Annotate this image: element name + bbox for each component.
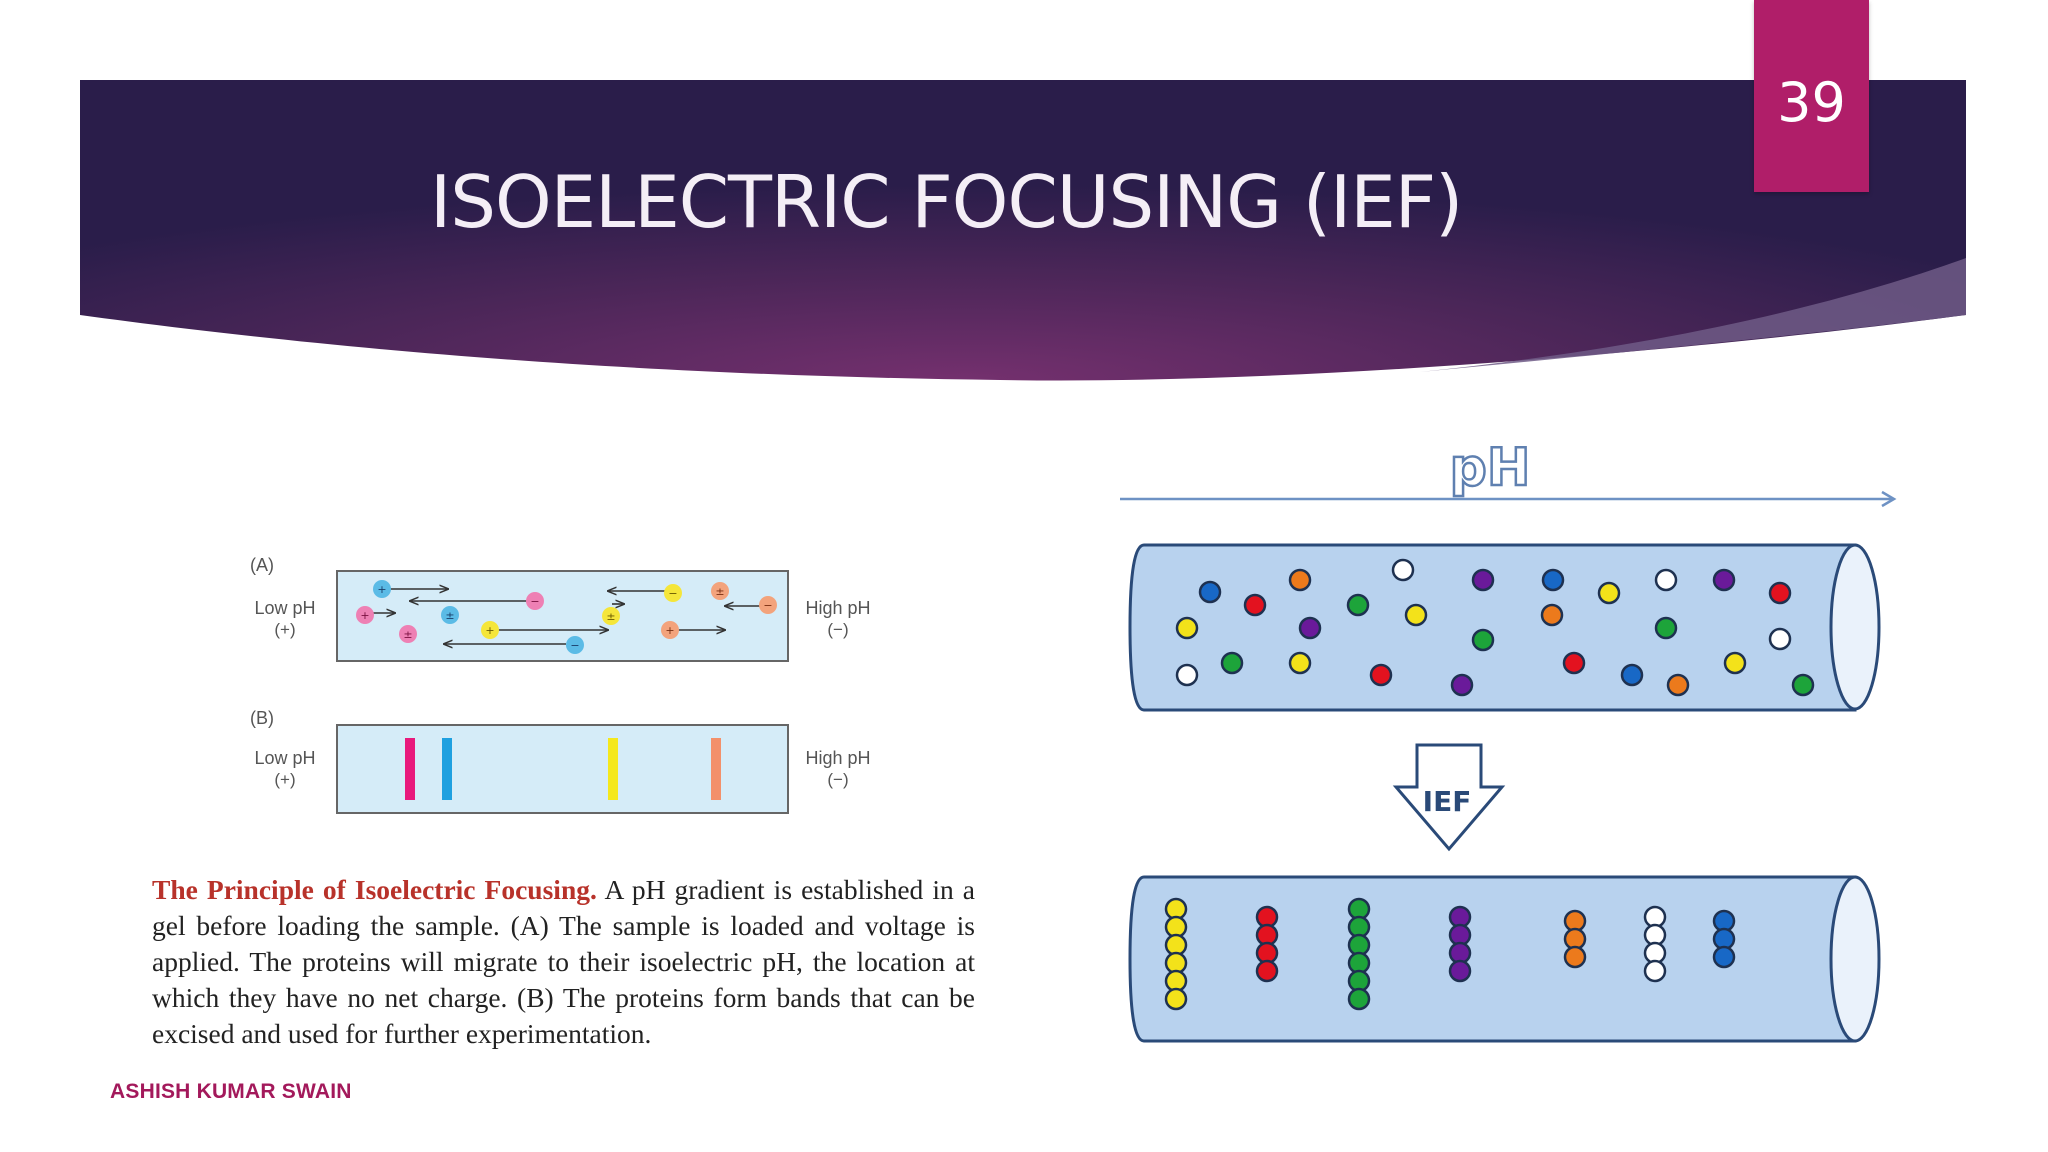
panel-b-low-ph-sign: (+) (274, 770, 295, 789)
protein-dot (602, 607, 620, 625)
protein-dot-white (1654, 568, 1678, 592)
protein-dot-blue (1541, 568, 1565, 592)
panel-a-label: (A) (250, 555, 274, 575)
protein-dot-red (1768, 581, 1792, 605)
panel-a-high-ph-sign: (−) (827, 620, 848, 639)
protein-dot-purple (1471, 568, 1495, 592)
protein-dot-orange (1540, 603, 1564, 627)
panel-a-low-ph-label: Low pH (254, 598, 315, 618)
protein-dot-white (1768, 627, 1792, 651)
svg-text:±: ± (606, 610, 615, 623)
ph-axis-label: pH (1450, 438, 1531, 498)
protein-band (442, 738, 452, 800)
protein-dot-white (1175, 663, 1199, 687)
protein-dot (356, 606, 374, 624)
author-name: ASHISH KUMAR SWAIN (110, 1080, 352, 1103)
protein-dot-green (1471, 628, 1495, 652)
figure-caption: The Principle of Isoelectric Focusing. A… (152, 872, 975, 1052)
focused-protein-orange (1563, 945, 1587, 969)
title-banner (80, 80, 1966, 381)
banner-shape (80, 80, 1966, 381)
caption-title: The Principle of Isoelectric Focusing. (152, 874, 597, 905)
protein-dot (566, 636, 584, 654)
ief-panel-b: (B) Low pH (+) High pH (−) (250, 708, 871, 814)
svg-text:−: − (763, 599, 772, 612)
protein-dot (526, 592, 544, 610)
protein-dot (441, 606, 459, 624)
panel-a-high-ph-label: High pH (805, 598, 870, 618)
unsorted-proteins (1175, 558, 1815, 697)
caption-body: A pH gradient is established in a gel be… (152, 874, 976, 1049)
banner-accent-swoosh (1420, 258, 1966, 372)
protein-dot (399, 625, 417, 643)
protein-dot-orange (1666, 673, 1690, 697)
protein-dot-yellow (1597, 581, 1621, 605)
protein-dot (759, 596, 777, 614)
protein-dot (664, 584, 682, 602)
svg-text:−: − (570, 639, 579, 652)
protein-dot (373, 580, 391, 598)
panel-b-low-ph-label: Low pH (254, 748, 315, 768)
protein-dot-white (1391, 558, 1415, 582)
protein-dot-red (1562, 651, 1586, 675)
protein-dot-yellow (1288, 651, 1312, 675)
focused-protein-purple (1448, 959, 1472, 983)
protein-dot-blue (1198, 580, 1222, 604)
protein-dot-yellow (1404, 603, 1428, 627)
protein-dot-purple (1298, 616, 1322, 640)
protein-dot-purple (1450, 673, 1474, 697)
tube-before (1128, 543, 1881, 712)
svg-text:+: + (377, 583, 386, 596)
panel-b-high-ph-sign: (−) (827, 770, 848, 789)
panel-b-high-ph-label: High pH (805, 748, 870, 768)
protein-dot-orange (1288, 568, 1312, 592)
focused-protein-yellow (1164, 987, 1188, 1011)
focused-bands (405, 738, 721, 800)
focused-proteins (1164, 897, 1736, 1011)
ief-tube-diagram: pH IEF (1120, 437, 1897, 1043)
ph-axis-arrowhead (1881, 490, 1897, 508)
protein-dot-red (1369, 663, 1393, 687)
ief-down-arrow: IEF (1392, 743, 1506, 852)
ief-panel-a: (A) Low pH (+) High pH (−) + + ± ± + − −… (250, 555, 871, 662)
protein-dot (481, 621, 499, 639)
slide-number-text: 39 (1777, 70, 1846, 134)
protein-band (608, 738, 618, 800)
protein-band (405, 738, 415, 800)
protein-dot (711, 582, 729, 600)
protein-dot-yellow (1723, 651, 1747, 675)
focused-protein-green (1347, 987, 1371, 1011)
focused-protein-red (1255, 959, 1279, 983)
protein-dot (661, 621, 679, 639)
protein-dot-red (1243, 593, 1267, 617)
focused-protein-white (1643, 959, 1667, 983)
slide-number: 39 (1754, 0, 1869, 192)
ief-arrow-label: IEF (1423, 785, 1472, 818)
protein-dot-purple (1712, 568, 1736, 592)
protein-dot-green (1791, 673, 1815, 697)
protein-dot-blue (1620, 663, 1644, 687)
tube-after (1128, 875, 1881, 1043)
svg-text:+: + (360, 609, 369, 622)
panel-a-low-ph-sign: (+) (274, 620, 295, 639)
svg-text:±: ± (715, 585, 724, 598)
protein-molecules-a: + + ± ± + − − ± − ± − + (356, 580, 777, 654)
protein-dot-green (1220, 651, 1244, 675)
svg-text:+: + (485, 624, 494, 637)
panel-b-label: (B) (250, 708, 274, 728)
protein-dot-green (1346, 593, 1370, 617)
svg-text:−: − (530, 595, 539, 608)
svg-text:±: ± (445, 609, 454, 622)
protein-dot-green (1654, 616, 1678, 640)
svg-text:−: − (668, 587, 677, 600)
slide-title: ISOELECTRIC FOCUSING (IEF) (430, 160, 1463, 244)
protein-dot-yellow (1175, 616, 1199, 640)
svg-text:±: ± (403, 628, 412, 641)
protein-band (711, 738, 721, 800)
focused-protein-blue (1712, 945, 1736, 969)
svg-text:+: + (665, 624, 674, 637)
